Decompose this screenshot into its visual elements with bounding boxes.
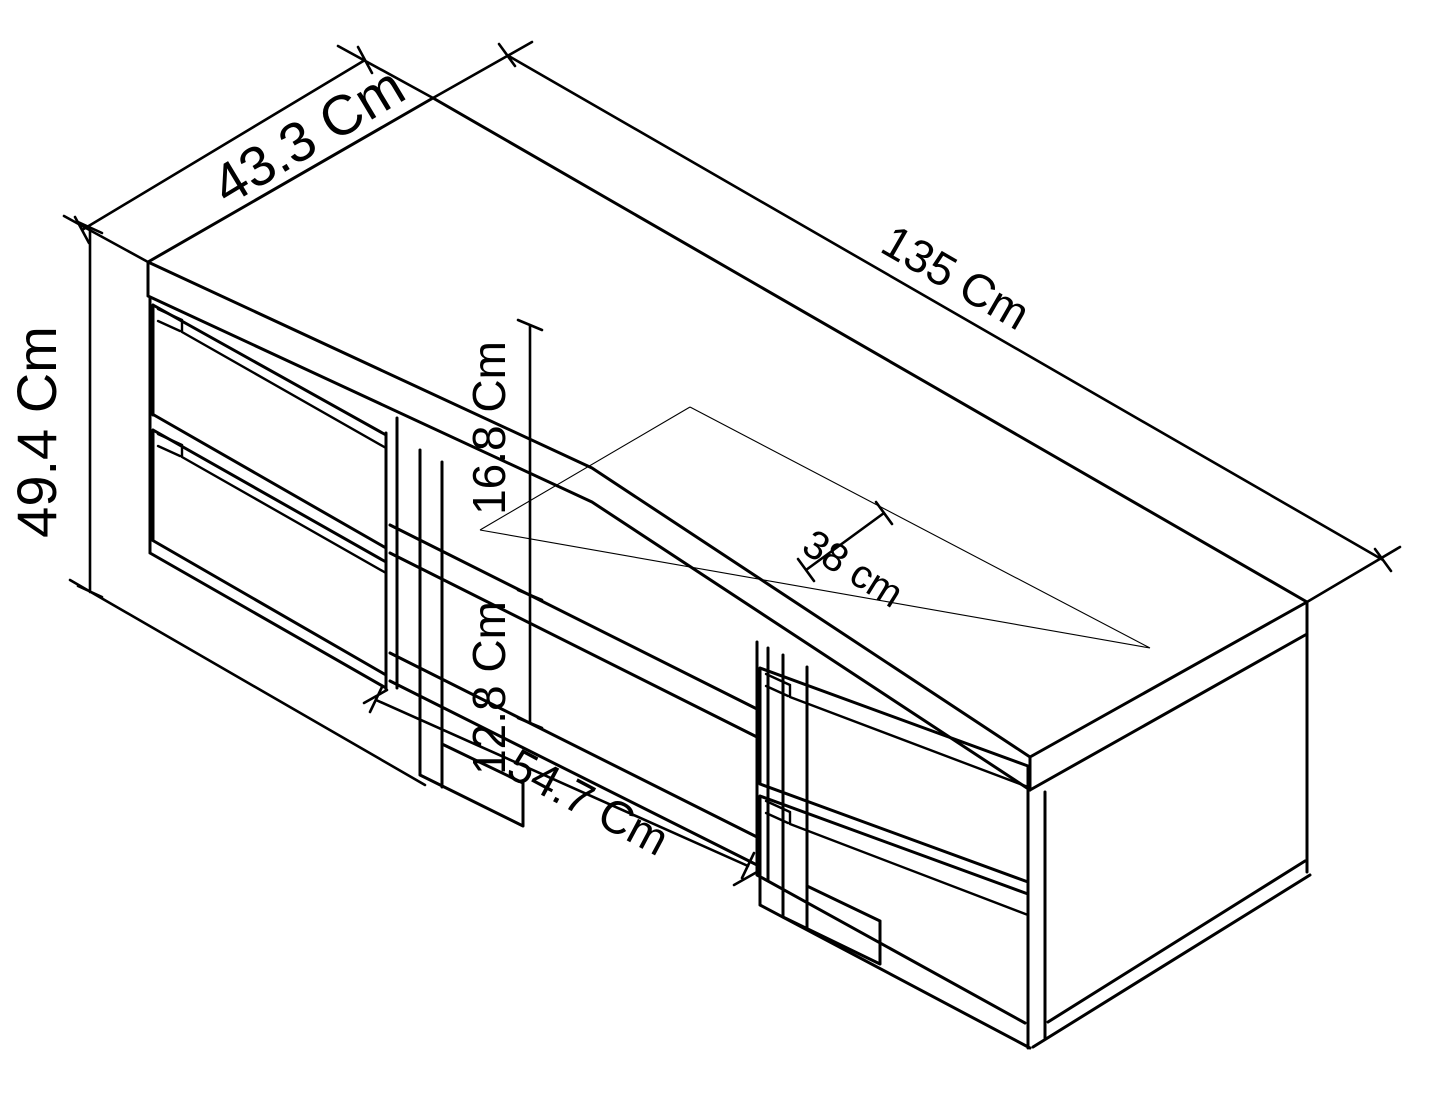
dimension-length-lines	[431, 40, 1402, 604]
left-leg-frame-outline	[418, 448, 525, 828]
furniture-outline	[146, 96, 1312, 1050]
dimension-upper-gap-lines	[516, 318, 544, 602]
dimension-length: 135 Cm	[431, 40, 1402, 604]
left-drawer-grooves	[156, 307, 388, 575]
dimension-depth: 43.3 Cm	[62, 44, 435, 264]
dimension-top-depth: 38 cm	[795, 500, 911, 616]
dimension-length-label: 135 Cm	[873, 214, 1038, 340]
middle-shelf-outline	[388, 416, 759, 867]
dimension-depth-lines	[62, 44, 435, 264]
dimension-middle-width-label: 54.7 Cm	[500, 738, 678, 866]
right-drawer-grooves	[764, 672, 1030, 917]
dimension-middle-width-lines	[362, 685, 759, 887]
dimension-lower-gap-label: 12.8 Cm	[463, 601, 515, 775]
right-end-panel-outline	[1031, 632, 1312, 1049]
dimension-lower-gap: 12.8 Cm	[463, 593, 544, 775]
dimension-upper-gap-label: 16.8 Cm	[463, 341, 515, 515]
dimension-top-depth-lines	[796, 500, 894, 583]
dimension-lower-gap-lines	[516, 593, 544, 730]
dimension-depth-label: 43.3 Cm	[201, 54, 415, 217]
tv-footprint-guide-lines	[479, 406, 1151, 649]
dimension-height-label: 49.4 Cm	[5, 326, 68, 538]
dimension-upper-gap: 16.8 Cm	[463, 318, 544, 602]
top-panel-outline	[146, 96, 1309, 792]
left-drawer-unit-outline	[148, 296, 388, 692]
right-drawer-unit-outline	[755, 640, 1032, 1050]
dimension-height-lines	[68, 220, 427, 787]
dimension-height: 49.4 Cm	[5, 220, 427, 787]
right-leg-frame-outline	[781, 653, 882, 966]
dimension-middle-width: 54.7 Cm	[362, 685, 759, 887]
